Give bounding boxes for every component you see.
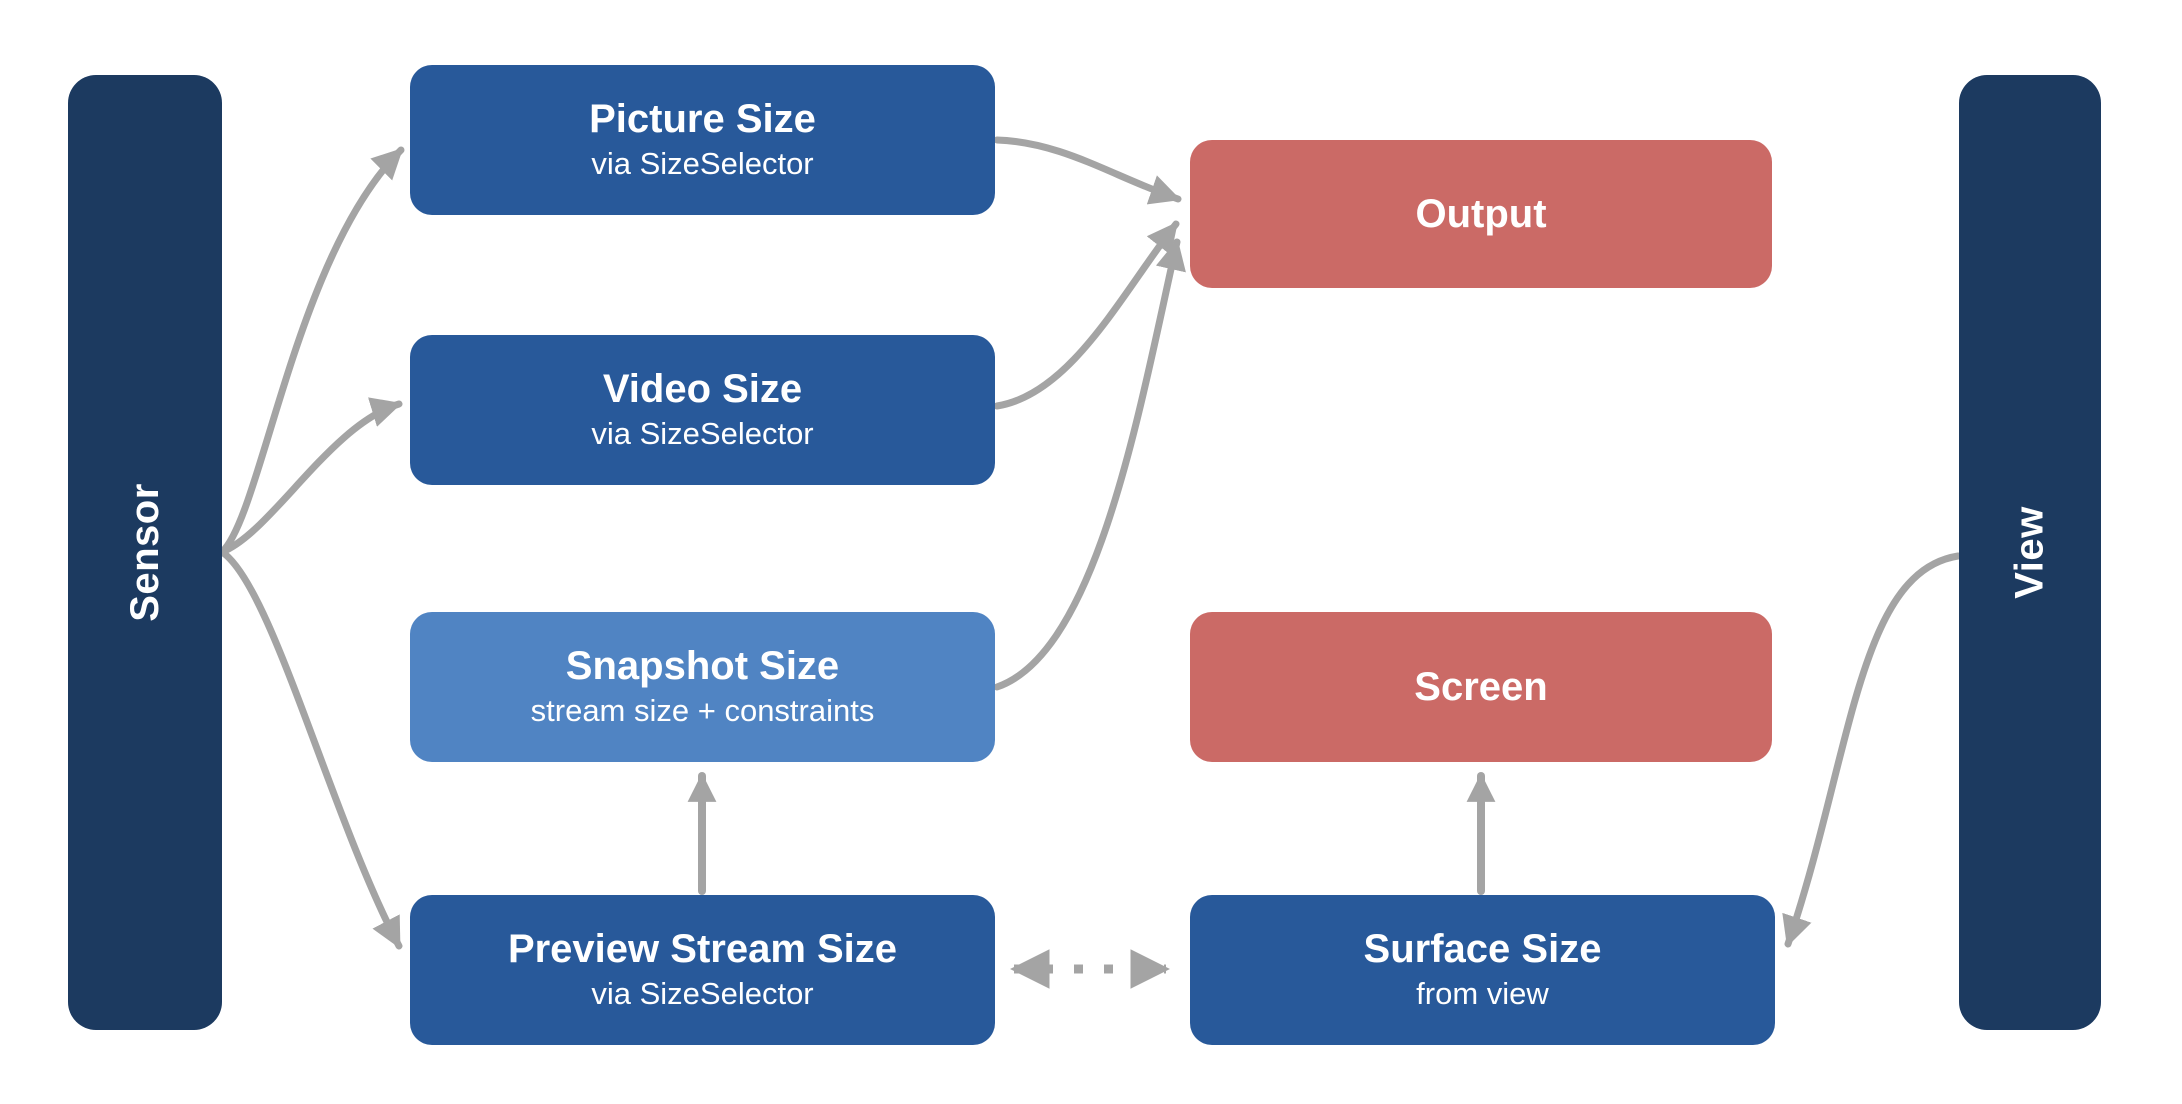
- edge-view-to-surface-size: [1782, 552, 1962, 948]
- view-label: View: [2007, 506, 2052, 599]
- node-surface-size: Surface Size from view: [1190, 895, 1775, 1045]
- preview-stream-size-title: Preview Stream Size: [507, 927, 898, 972]
- surface-size-title: Surface Size: [1363, 927, 1602, 972]
- preview-stream-size-subtitle: via SizeSelector: [591, 976, 814, 1012]
- node-sensor: Sensor: [68, 75, 222, 1030]
- surface-size-subtitle: from view: [1416, 976, 1549, 1012]
- sensor-label: Sensor: [122, 483, 167, 622]
- video-size-subtitle: via SizeSelector: [591, 416, 814, 452]
- node-snapshot-size: Snapshot Size stream size + constraints: [410, 612, 995, 762]
- node-view: View: [1959, 75, 2101, 1030]
- snapshot-size-subtitle: stream size + constraints: [530, 693, 875, 729]
- edge-sensor-to-picture-size: [218, 146, 405, 556]
- edge-snapshot-size-to-output: [993, 238, 1186, 691]
- edge-picture-size-to-output: [993, 136, 1182, 205]
- node-screen: Screen: [1190, 612, 1772, 762]
- snapshot-size-title: Snapshot Size: [565, 644, 840, 689]
- output-title: Output: [1415, 192, 1547, 236]
- node-output: Output: [1190, 140, 1772, 288]
- node-preview-stream-size: Preview Stream Size via SizeSelector: [410, 895, 995, 1045]
- node-picture-size: Picture Size via SizeSelector: [410, 65, 995, 215]
- edge-sensor-to-video-size: [218, 397, 403, 556]
- node-video-size: Video Size via SizeSelector: [410, 335, 995, 485]
- screen-title: Screen: [1414, 665, 1548, 709]
- picture-size-subtitle: via SizeSelector: [591, 146, 814, 182]
- video-size-title: Video Size: [602, 367, 803, 412]
- picture-size-title: Picture Size: [589, 97, 816, 142]
- edge-sensor-to-preview-stream-size: [218, 548, 403, 950]
